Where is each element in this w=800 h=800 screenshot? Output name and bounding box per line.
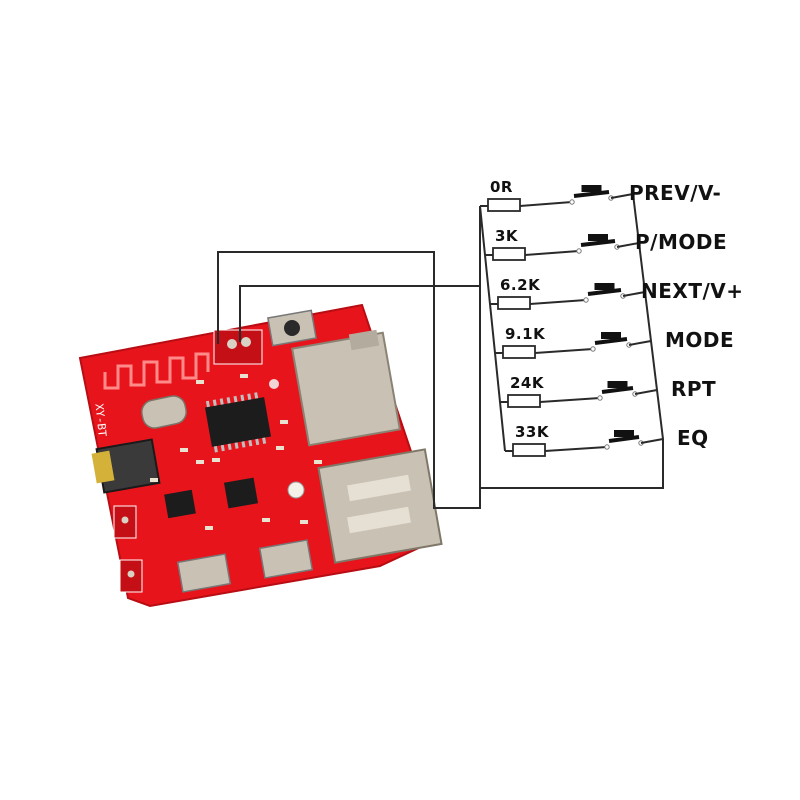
switch-button-cap bbox=[607, 381, 628, 388]
main-ic-pins bbox=[205, 392, 267, 453]
crystal bbox=[141, 395, 187, 429]
audio-jack-ring bbox=[91, 450, 115, 484]
button-function-label: P/MODE bbox=[635, 230, 727, 254]
wire-segment bbox=[519, 201, 573, 207]
micro-usb-right bbox=[258, 539, 314, 579]
wire-segment bbox=[628, 340, 652, 346]
header-pin-1 bbox=[227, 339, 237, 349]
wire-segment bbox=[524, 250, 580, 256]
main-ic bbox=[204, 397, 272, 447]
left-rail bbox=[479, 205, 506, 452]
amp-chip-right bbox=[223, 477, 259, 509]
resistor-value-label: 33K bbox=[515, 423, 550, 441]
mount-hole-1 bbox=[269, 379, 279, 389]
status-led bbox=[287, 481, 305, 499]
wire-segment bbox=[539, 397, 601, 403]
button-function-label: NEXT/V+ bbox=[641, 279, 744, 303]
smd-components bbox=[150, 374, 322, 530]
resistor bbox=[507, 394, 541, 408]
resistor bbox=[497, 296, 531, 310]
button-ladder: 0R PREV/V- 3K P/MODE 6.2K NEXT/V+ 9.1K MODE 24K R… bbox=[480, 178, 744, 457]
header-pads bbox=[213, 329, 263, 365]
resistor-value-label: 24K bbox=[510, 374, 545, 392]
switch-actuator-bar bbox=[587, 288, 622, 296]
resistor-value-label: 9.1K bbox=[505, 325, 546, 343]
usb-a-port bbox=[317, 448, 443, 564]
ladder-row: 3K P/MODE bbox=[485, 227, 727, 261]
switch-actuator-bar bbox=[594, 337, 628, 345]
button-function-label: PREV/V- bbox=[629, 181, 721, 205]
right-rail bbox=[480, 193, 664, 489]
usb-a-tongue-2 bbox=[347, 506, 411, 534]
resistor bbox=[487, 198, 521, 212]
antenna-trace bbox=[103, 352, 210, 390]
resistor-value-label: 3K bbox=[495, 227, 519, 245]
switch-button-cap bbox=[581, 185, 602, 192]
wire-segment bbox=[622, 291, 646, 297]
button-function-label: EQ bbox=[677, 426, 709, 450]
wire-segment bbox=[640, 438, 664, 444]
wire-segment bbox=[534, 348, 594, 354]
button-function-label: RPT bbox=[671, 377, 716, 401]
wire-segment bbox=[634, 389, 658, 395]
ladder-row: 24K RPT bbox=[500, 374, 716, 408]
switch-button-cap bbox=[594, 283, 615, 290]
resistor bbox=[512, 443, 546, 457]
usb-a-tongue bbox=[347, 474, 411, 502]
wire-segment bbox=[529, 299, 587, 305]
switch-contact bbox=[590, 346, 596, 352]
switch-button-cap bbox=[614, 430, 634, 437]
amp-chip-left bbox=[164, 489, 196, 519]
side-connector-1-pin bbox=[121, 516, 129, 524]
side-connector-2-pin bbox=[127, 570, 135, 578]
header-pin-2 bbox=[241, 337, 251, 347]
switch-contact bbox=[569, 199, 575, 205]
ladder-rails bbox=[479, 193, 664, 489]
board-switch-cap bbox=[284, 320, 300, 336]
board-silkscreen-name: XY-BT bbox=[92, 403, 108, 438]
ladder-row: 9.1K MODE bbox=[495, 325, 734, 359]
switch-actuator-bar bbox=[608, 435, 640, 443]
switch-contact bbox=[576, 248, 582, 254]
wire-to-common bbox=[217, 206, 481, 509]
switch-actuator-bar bbox=[601, 386, 634, 394]
wire-segment bbox=[616, 242, 640, 248]
ladder-row: 33K EQ bbox=[505, 423, 709, 457]
sd-card-notch bbox=[348, 329, 380, 351]
bluetooth-board: XY-BT bbox=[78, 303, 443, 608]
switch-actuator-bar bbox=[580, 239, 616, 247]
wire-to-buttons bbox=[239, 285, 480, 342]
resistor-value-label: 0R bbox=[490, 178, 513, 196]
resistor bbox=[502, 345, 536, 359]
resistor-value-label: 6.2K bbox=[500, 276, 541, 294]
wire-segment bbox=[610, 193, 634, 199]
switch-contact bbox=[597, 395, 603, 401]
switch-button-cap bbox=[601, 332, 621, 339]
button-function-label: MODE bbox=[665, 328, 734, 352]
switch-contact bbox=[604, 444, 610, 450]
sd-card-slot bbox=[291, 331, 401, 447]
wire-segment bbox=[544, 446, 608, 452]
switch-contact bbox=[583, 297, 589, 303]
ladder-row: 0R PREV/V- bbox=[480, 178, 721, 212]
micro-usb-left bbox=[176, 553, 232, 593]
switch-actuator-bar bbox=[573, 190, 610, 198]
switch-button-cap bbox=[588, 234, 608, 241]
ladder-row: 6.2K NEXT/V+ bbox=[490, 276, 744, 310]
resistor bbox=[492, 247, 526, 261]
